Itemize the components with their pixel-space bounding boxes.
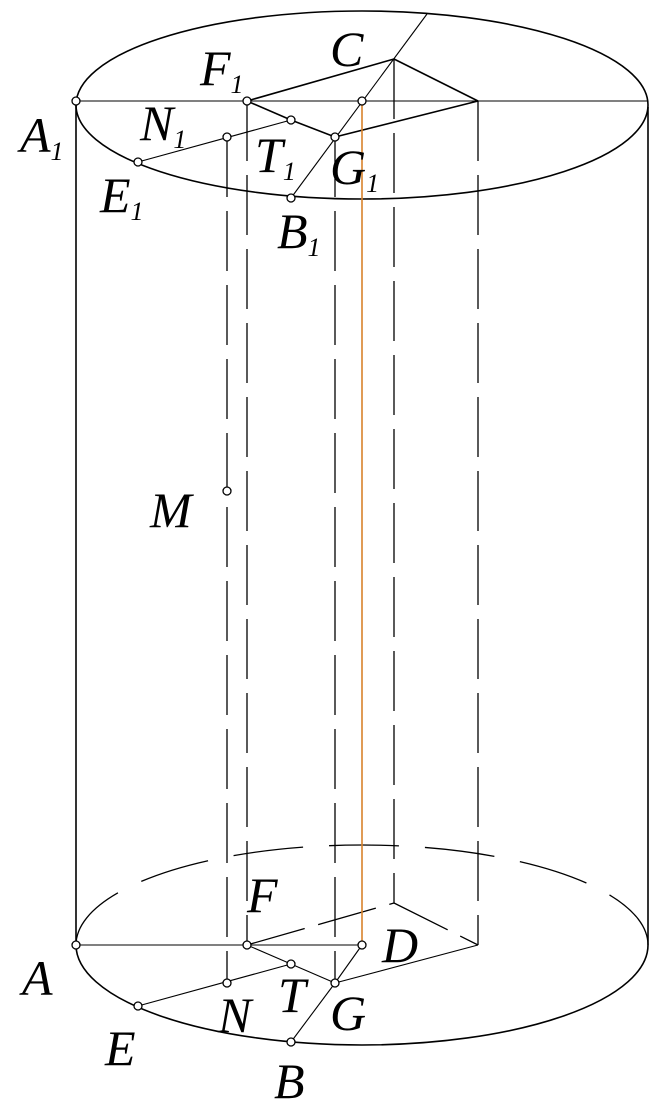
point-m	[222, 486, 232, 496]
label-f1: F1	[199, 40, 244, 99]
line-b1-c-extended	[290, 13, 428, 199]
hidden-segment-f-back	[246, 902, 395, 946]
label-b1: B1	[277, 203, 321, 262]
label-t: T	[278, 967, 309, 1023]
segment-e1-t1	[137, 119, 292, 163]
point-g	[330, 978, 340, 988]
point-f	[242, 940, 252, 950]
point-a	[71, 940, 81, 950]
segment-f1-t1	[246, 100, 292, 121]
hidden-segment-back-right	[393, 902, 479, 946]
label-n: N	[217, 987, 254, 1043]
label-t1: T1	[255, 127, 296, 186]
point-n	[222, 978, 232, 988]
segment-t1-g1	[290, 119, 336, 138]
segment-c-right	[393, 58, 479, 102]
segment-f-t	[246, 944, 292, 965]
point-top-center	[357, 96, 367, 106]
label-e1: E1	[99, 167, 144, 226]
point-t1	[286, 115, 296, 125]
label-b: B	[274, 1053, 305, 1107]
label-e: E	[104, 1020, 136, 1076]
point-d	[357, 940, 367, 950]
point-n1	[222, 132, 232, 142]
point-e	[133, 1001, 143, 1011]
segment-f1-c	[246, 58, 395, 102]
label-d: D	[381, 917, 418, 973]
point-e1	[133, 157, 143, 167]
label-g1: G1	[330, 139, 379, 198]
label-n1: N1	[139, 95, 186, 154]
point-b	[286, 1037, 296, 1047]
point-g1	[330, 132, 340, 142]
segment-g-right	[334, 944, 479, 984]
segment-b-g	[290, 982, 336, 1043]
point-a1	[71, 96, 81, 106]
label-m: M	[149, 482, 194, 538]
label-c: C	[330, 21, 364, 77]
point-b1	[286, 193, 296, 203]
label-a1: A1	[17, 107, 64, 166]
point-t	[286, 959, 296, 969]
segment-e-t	[137, 963, 292, 1007]
label-a: A	[19, 950, 53, 1006]
label-g: G	[330, 985, 366, 1041]
point-f1	[242, 96, 252, 106]
label-f: F	[246, 867, 278, 923]
segment-t-g	[290, 963, 336, 984]
bottom-base-front-arc	[75, 944, 649, 1046]
segment-g-d	[334, 944, 363, 984]
segment-g1-right	[334, 100, 479, 138]
